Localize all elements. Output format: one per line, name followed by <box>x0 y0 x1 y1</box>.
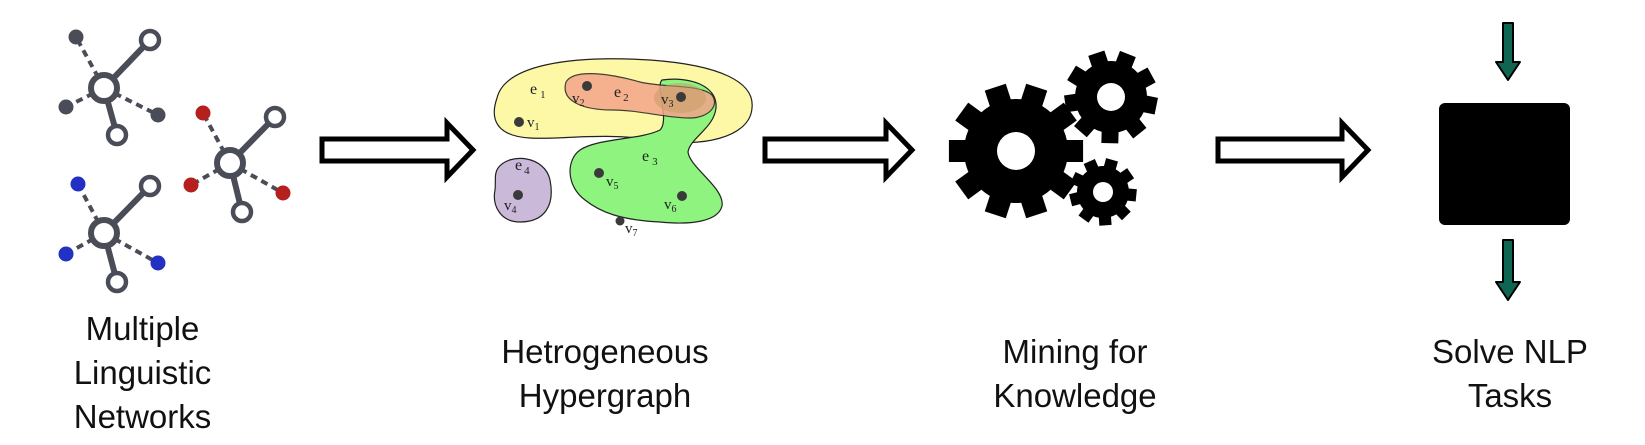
caption-line: Solve NLP <box>1432 333 1588 370</box>
network-node <box>58 99 74 115</box>
hyperedge-e4 <box>493 157 552 223</box>
vertex-v6 <box>677 191 687 201</box>
network-edge-dashed <box>76 183 106 234</box>
gear-hole <box>1097 83 1125 111</box>
network-node-hollow <box>138 28 162 52</box>
vertex-label-v2: v2 <box>572 91 585 109</box>
network-node <box>150 255 166 271</box>
right-arrow-icon <box>1215 116 1372 184</box>
network-cluster <box>183 105 291 224</box>
right-arrow-icon <box>319 116 477 184</box>
network-node-hollow <box>230 200 254 224</box>
network-hub-node <box>88 72 120 104</box>
vertex-v5 <box>594 168 604 178</box>
vertex-v2 <box>582 81 592 91</box>
network-node-hollow <box>263 105 287 129</box>
right-arrow-icon <box>762 116 916 184</box>
caption-line: Mining for <box>1002 333 1148 370</box>
vertex-label-v4: v4 <box>504 198 517 216</box>
network-node <box>183 177 199 193</box>
network-node <box>150 107 166 123</box>
caption-mining: Mining for Knowledge <box>950 330 1200 418</box>
network-node-hollow <box>105 270 129 294</box>
vertex-label-v3: v3 <box>661 92 674 110</box>
gear-icon <box>1069 158 1137 226</box>
network-node <box>70 176 86 192</box>
caption-line: Tasks <box>1467 377 1553 414</box>
network-hub-node <box>214 147 246 179</box>
network-node <box>68 29 84 45</box>
network-cluster <box>58 28 166 147</box>
down-arrow-icon <box>1495 239 1521 301</box>
caption-line: Multiple <box>85 310 200 347</box>
caption-line: Linguistic <box>73 354 212 391</box>
network-node <box>58 246 74 262</box>
network-node <box>195 105 211 121</box>
vertex-label-v7: v7 <box>625 221 638 239</box>
network-edge-dashed <box>74 36 106 89</box>
caption-line: Networks <box>73 398 212 435</box>
caption-line: Hypergraph <box>518 377 692 414</box>
caption-hypergraph: Hetrogeneous Hypergraph <box>470 330 740 418</box>
network-hub-node <box>88 217 120 249</box>
network-node <box>275 185 291 201</box>
vertex-v4 <box>513 190 523 200</box>
black-box-icon <box>1439 103 1570 225</box>
vertex-v7 <box>615 216 625 226</box>
gear-hole <box>1093 182 1113 202</box>
vertex-label-v6: v6 <box>664 197 677 215</box>
gear-hole <box>997 132 1035 170</box>
vertex-label-v5: v5 <box>606 174 619 192</box>
network-node-hollow <box>105 123 129 147</box>
network-cluster <box>58 174 166 294</box>
down-arrow-icon <box>1495 22 1521 81</box>
network-graph-icon <box>58 28 291 294</box>
gear-icon <box>1064 50 1158 144</box>
caption-networks: Multiple Linguistic Networks <box>40 307 245 439</box>
network-node-hollow <box>138 174 162 198</box>
caption-tasks: Solve NLP Tasks <box>1390 330 1630 418</box>
gears-icon <box>948 50 1158 226</box>
network-edge-dashed <box>229 161 284 195</box>
vertex-label-v1: v1 <box>527 115 540 133</box>
vertex-v3 <box>676 92 686 102</box>
gear-icon <box>948 83 1084 219</box>
vertex-v1 <box>514 117 524 127</box>
network-edge-dashed <box>201 112 232 164</box>
caption-line: Knowledge <box>993 377 1157 414</box>
network-edge-dashed <box>103 86 159 117</box>
caption-line: Hetrogeneous <box>501 333 709 370</box>
network-edge-dashed <box>103 231 159 265</box>
